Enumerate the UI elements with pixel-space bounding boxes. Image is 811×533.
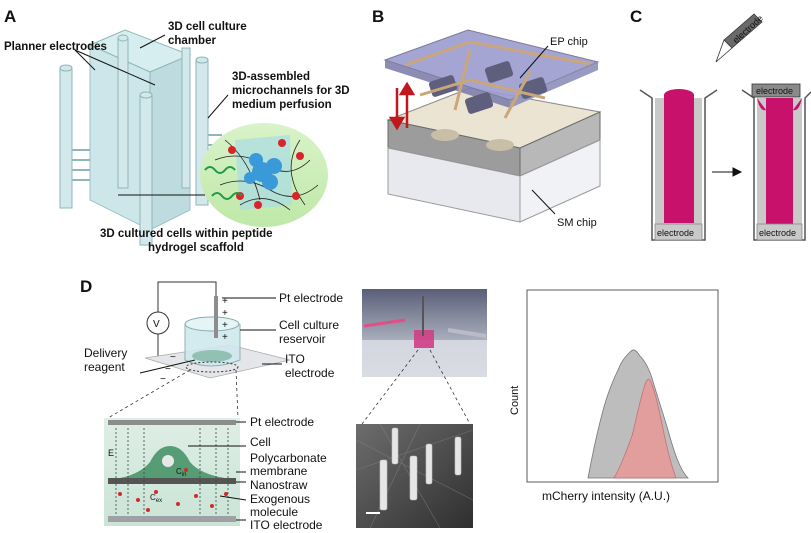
- alignment-arrows: [388, 81, 416, 131]
- panel-c-letter: C: [630, 7, 642, 26]
- ito-label-line2: electrode: [285, 366, 335, 380]
- hydrogel-zoom: [200, 123, 328, 227]
- polycarbonate-label-line1: Polycarbonate: [250, 451, 327, 465]
- panel-d: D V ++ ++ −− − Pt elect: [80, 277, 719, 532]
- reservoir-label-line2: reservoir: [279, 332, 326, 346]
- peptide-molecules: [228, 139, 304, 209]
- cross-section-leaders: [188, 421, 247, 521]
- pt-electrode-bottom-label: Pt electrode: [250, 415, 314, 429]
- histogram-ylabel: Count: [509, 386, 521, 415]
- microchannel-ladder-left: [72, 149, 90, 181]
- c-ex-label: Cex: [150, 493, 162, 504]
- transition-arrow: [712, 167, 743, 177]
- electrode-bottom-right-label: electrode: [759, 228, 796, 238]
- reservoir: [144, 296, 291, 379]
- polarity-marks: ++ ++ −− −: [160, 296, 228, 385]
- pt-electrode-top-label: Pt electrode: [279, 291, 343, 305]
- polycarbonate-label-line2: membrane: [250, 464, 308, 478]
- nanostraw-label: Nanostraw: [250, 478, 308, 492]
- cultured-cells-label-line2: hydrogel scaffold: [148, 242, 244, 254]
- svg-text:+: +: [222, 308, 228, 319]
- microchannel-label-line2: microchannels for 3D: [232, 85, 350, 97]
- delivery-reagent-label-line2: reagent: [84, 360, 125, 374]
- electrode-pen-label: electrode: [731, 13, 765, 45]
- microchannel-label-line1: 3D-assembled: [232, 71, 310, 83]
- panel-a: A: [4, 7, 350, 254]
- field-e-label: E: [108, 448, 114, 458]
- histogram-plot: [526, 289, 719, 483]
- panel-c: C electrode electrode ele: [630, 7, 811, 241]
- sm-chip-label: SM chip: [557, 217, 597, 229]
- pillar-electrodes: [59, 34, 209, 246]
- svg-text:−: −: [165, 364, 171, 375]
- reservoir-label-line1: Cell culture: [279, 318, 339, 332]
- exogenous-label-line1: Exogenous: [250, 492, 310, 506]
- panel-b: B: [372, 7, 602, 229]
- zoom-lines-right: [361, 349, 471, 425]
- membrane: [108, 478, 236, 484]
- svg-text:−: −: [170, 352, 176, 363]
- panel-b-letter: B: [372, 7, 384, 26]
- scale-bar: [366, 512, 380, 514]
- planar-electrodes-label: Planner electrodes: [4, 41, 107, 53]
- ito-electrode-bottom-label: ITO electrode: [250, 518, 323, 532]
- pt-plate: [108, 420, 236, 425]
- svg-text:+: +: [222, 296, 228, 307]
- zoom-lines-left: [107, 369, 239, 419]
- nanostraw-cross-section: [104, 418, 240, 526]
- voltmeter-label: V: [153, 319, 160, 330]
- sem-image: [355, 423, 474, 529]
- svg-text:+: +: [222, 320, 228, 331]
- cell-label: Cell: [250, 435, 271, 449]
- device-photo: [362, 289, 487, 377]
- cultured-cells-label-line1: 3D cultured cells within peptide: [100, 228, 273, 240]
- histogram-mcherry-series: [613, 378, 677, 479]
- c-in-label: Cin: [176, 467, 186, 478]
- electrode-top-label: electrode: [756, 86, 793, 96]
- panel-a-leaders: [74, 34, 229, 196]
- well-left: electrode: [639, 89, 718, 241]
- microchannel-label-line3: medium perfusion: [232, 99, 332, 111]
- ep-chip: [383, 29, 600, 119]
- delivery-reagent-label-line1: Delivery: [84, 346, 127, 360]
- svg-text:−: −: [160, 374, 166, 385]
- svg-text:+: +: [222, 332, 228, 343]
- ep-chip-label: EP chip: [550, 36, 588, 48]
- chamber-label-line1: 3D cell culture: [168, 21, 247, 33]
- electrode-pen: electrode: [715, 13, 765, 63]
- electrode-bottom-left-label: electrode: [657, 228, 694, 238]
- exogenous-label-line2: molecule: [250, 505, 298, 519]
- panel-d-leaders: [139, 297, 282, 374]
- chamber-label-line2: chamber: [168, 35, 216, 47]
- cell-cluster: [244, 153, 282, 190]
- sm-chip: [386, 87, 602, 223]
- panel-d-letter: D: [80, 277, 92, 296]
- well-right: electrode electrode: [741, 83, 811, 241]
- ito-label-line1: ITO: [285, 352, 305, 366]
- histogram-xlabel: mCherry intensity (A.U.): [542, 489, 670, 503]
- ito-plate: [108, 516, 236, 522]
- nanostraws: [379, 427, 462, 511]
- panel-a-letter: A: [4, 7, 16, 26]
